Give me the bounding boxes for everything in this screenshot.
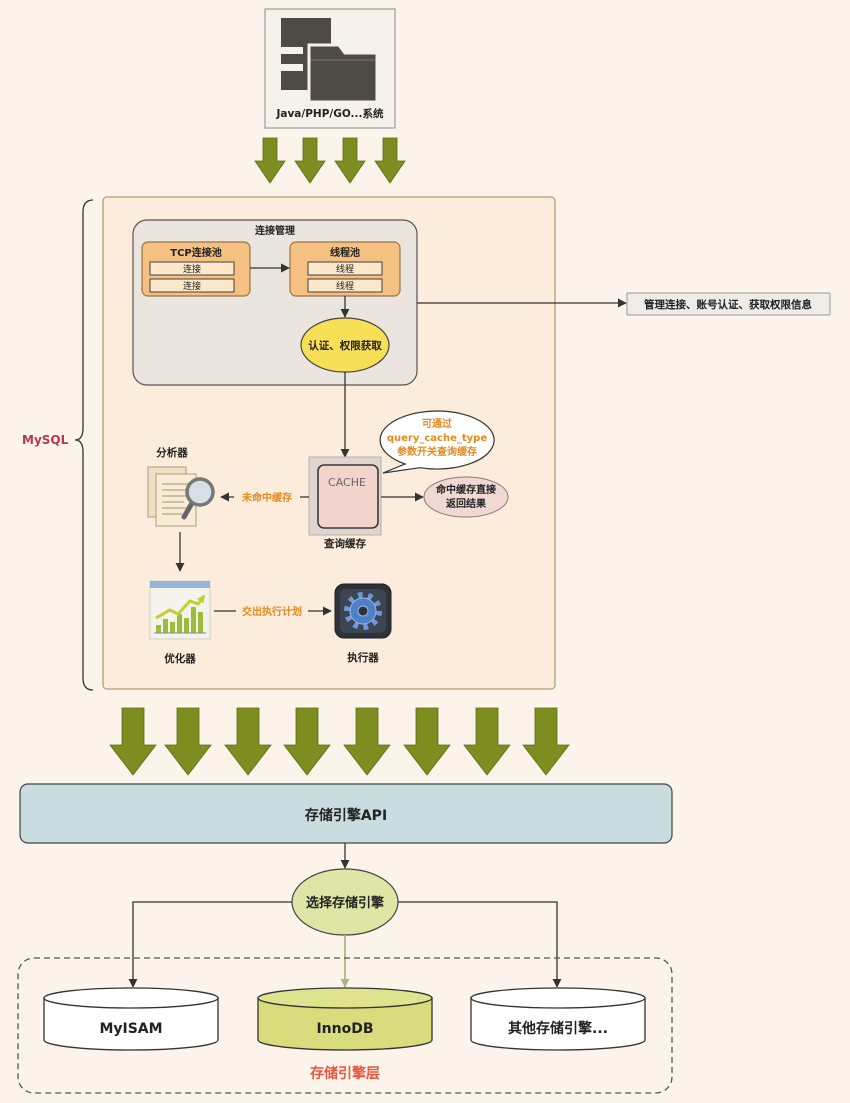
storage-api-bar	[19, 783, 673, 844]
flow-down-arrow	[224, 707, 272, 776]
gear-icon	[334, 583, 392, 639]
engine-innodb: InnoDB	[257, 987, 433, 1051]
cache-box-text: CACHE	[328, 476, 366, 489]
thread-slot-label: 线程	[336, 263, 354, 275]
connection-slot	[149, 261, 235, 276]
engine-myisam: MyISAM	[43, 987, 219, 1051]
cache-hit-text-line: 返回结果	[446, 497, 487, 510]
folder-shape	[307, 43, 379, 104]
cylinder-top	[470, 987, 646, 1009]
bubble-text-line: 可通过	[422, 417, 452, 430]
executor: 执行器	[334, 583, 392, 664]
gear-teeth	[344, 592, 382, 630]
chart-bar	[184, 618, 189, 633]
cache-box	[317, 464, 379, 529]
storage-layer-label: 存储引擎层	[310, 1065, 380, 1082]
connection-slot	[149, 278, 235, 293]
connection-slot-label: 连接	[183, 280, 201, 292]
chart-bar	[163, 619, 168, 633]
chart-window-titlebar	[150, 581, 210, 588]
magnifier-lens	[185, 477, 215, 507]
executor-label: 执行器	[347, 651, 379, 664]
analyzer-label: 分析器	[156, 446, 188, 459]
cache-hit-text-line: 命中缓存直接	[435, 483, 496, 496]
engine-name: 其他存储引擎...	[508, 1020, 608, 1037]
tcp-connection-pool: TCP连接池 连接 连接	[141, 241, 251, 297]
flow-down-arrow	[334, 137, 366, 184]
flow-down-arrow	[283, 707, 331, 776]
optimizer-label: 优化器	[164, 652, 196, 665]
gear-hub	[357, 605, 369, 617]
cache-hit-ellipse	[423, 476, 509, 518]
client-to-mysql-arrows	[254, 137, 406, 184]
bubble-text-line: query_cache_type	[387, 433, 487, 444]
engine-others: 其他存储引擎...	[470, 987, 646, 1051]
thread-pool-title: 线程池	[330, 246, 360, 259]
engine-selector-label: 选择存储引擎	[306, 895, 384, 911]
storage-engine-layer-box	[17, 957, 673, 1094]
query-cache-tip-bubble: 可通过 query_cache_type 参数开关查询缓存	[379, 410, 495, 474]
storage-api-label: 存储引擎API	[305, 807, 387, 824]
engine-name: MyISAM	[99, 1021, 162, 1037]
thread-slot-label: 线程	[336, 280, 354, 292]
flow-down-arrow	[343, 707, 391, 776]
document-notch	[281, 64, 303, 71]
selector-to-other-engines-connector	[398, 901, 562, 988]
cylinder-body	[470, 997, 646, 1051]
query-cache: CACHE 查询缓存	[308, 456, 382, 550]
chart-bar	[198, 612, 203, 633]
bubble-text-line: 参数开关查询缓存	[397, 445, 477, 458]
speech-bubble-shape	[379, 410, 495, 474]
auth-label: 认证、权限获取	[308, 339, 382, 352]
chart-bar	[170, 622, 175, 633]
document-magnifier-icon	[147, 466, 215, 527]
handoff-label: 交出执行计划	[242, 605, 302, 618]
connection-management: 连接管理 TCP连接池 连接 连接 线程池 线程 线程 认证、权限获取	[132, 219, 418, 386]
tcp-pool-title: TCP连接池	[170, 246, 222, 259]
connection-note-box	[626, 292, 831, 316]
flow-down-arrow	[403, 707, 451, 776]
cache-miss-label-bg	[234, 489, 300, 504]
connection-management-title: 连接管理	[255, 224, 295, 237]
magnifier-handle	[181, 500, 195, 520]
flow-down-arrow	[374, 137, 406, 184]
chart-bar	[191, 607, 196, 633]
flow-down-arrow	[164, 707, 212, 776]
query-cache-label: 查询缓存	[323, 537, 366, 550]
cylinder-body	[43, 997, 219, 1051]
flow-down-arrow	[254, 137, 286, 184]
chart-bar	[177, 614, 182, 633]
mysql-label: MySQL	[22, 433, 69, 447]
flow-down-arrow	[463, 707, 511, 776]
document-notch	[281, 47, 303, 54]
cylinder-top	[43, 987, 219, 1009]
mysql-brace	[74, 199, 94, 691]
client-label: Java/PHP/GO...系统	[275, 107, 384, 120]
chart-trend-arrow	[155, 594, 206, 620]
thread-pool: 线程池 线程 线程	[289, 241, 401, 297]
cylinder-body	[257, 997, 433, 1051]
flow-down-arrow	[522, 707, 570, 776]
optimizer: 优化器	[149, 580, 211, 665]
cylinder-top	[257, 987, 433, 1009]
document-folder-icon	[281, 18, 379, 104]
flow-down-arrow	[109, 707, 157, 776]
chart-bar	[156, 625, 161, 633]
connection-note-text: 管理连接、账号认证、获取权限信息	[644, 298, 812, 311]
engine-name: InnoDB	[316, 1021, 373, 1037]
client-system: Java/PHP/GO...系统	[264, 8, 396, 129]
connection-slot-label: 连接	[183, 263, 201, 275]
thread-slot	[307, 261, 383, 276]
selector-to-myisam-connector	[128, 901, 292, 988]
mysql-to-storage-arrows	[109, 707, 570, 776]
handoff-label-bg	[236, 603, 308, 618]
bar-chart-icon	[149, 580, 211, 640]
flow-down-arrow	[294, 137, 326, 184]
cache-miss-label: 未命中缓存	[241, 491, 292, 504]
thread-slot	[307, 278, 383, 293]
analyzer: 分析器	[147, 446, 215, 527]
